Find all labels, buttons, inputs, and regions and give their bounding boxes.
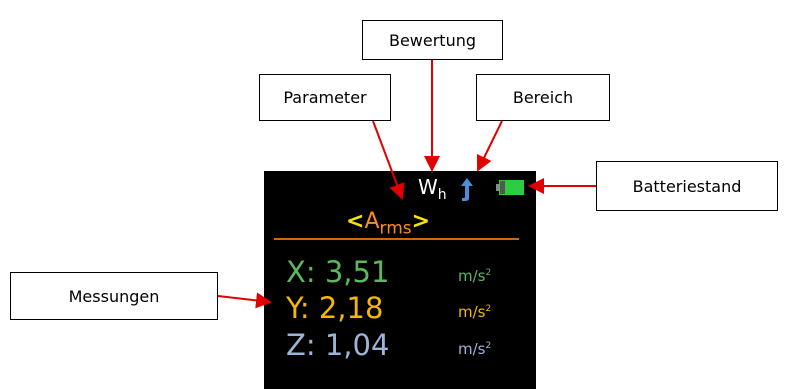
callout-parameter: Parameter bbox=[259, 74, 391, 121]
up-arrow-icon bbox=[461, 178, 473, 201]
parameter-selector: <Arms> bbox=[346, 209, 430, 238]
device-screen: Wh <Arms> X: 3,51 m/s2 Y: 2,18 m/s2 Z: 1… bbox=[264, 171, 536, 389]
axis-label: X: bbox=[286, 255, 316, 289]
arrow-messungen bbox=[217, 292, 272, 309]
callout-messungen: Messungen bbox=[10, 272, 218, 320]
unit-x: m/s2 bbox=[458, 267, 492, 285]
callout-batteriestand: Batteriestand bbox=[596, 161, 778, 211]
weighting-symbol: W bbox=[418, 175, 438, 199]
param-right-arrow: > bbox=[411, 209, 431, 234]
measurement-x: X: 3,51 bbox=[286, 255, 389, 289]
divider bbox=[274, 238, 519, 240]
measurement-y: Y: 2,18 bbox=[286, 291, 383, 325]
axis-label: Z: bbox=[286, 328, 316, 362]
callout-bewertung: Bewertung bbox=[362, 20, 503, 60]
weighting-subscript: h bbox=[437, 187, 447, 203]
axis-label: Y: bbox=[286, 291, 310, 325]
measurement-value: 2,18 bbox=[318, 291, 384, 325]
measurement-value: 1,04 bbox=[324, 328, 390, 362]
unit-y: m/s2 bbox=[458, 303, 492, 321]
parameter-symbol: A bbox=[364, 209, 380, 234]
weighting-indicator: Wh bbox=[418, 175, 447, 203]
param-left-arrow: < bbox=[346, 209, 365, 234]
callout-bereich: Bereich bbox=[476, 74, 610, 121]
battery-icon bbox=[496, 180, 524, 195]
measurement-value: 3,51 bbox=[324, 255, 390, 289]
unit-z: m/s2 bbox=[458, 340, 492, 358]
arrow-bereich bbox=[476, 120, 503, 172]
measurement-z: Z: 1,04 bbox=[286, 328, 389, 362]
arrow-parameter bbox=[372, 120, 405, 200]
parameter-subscript: rms bbox=[379, 218, 412, 239]
